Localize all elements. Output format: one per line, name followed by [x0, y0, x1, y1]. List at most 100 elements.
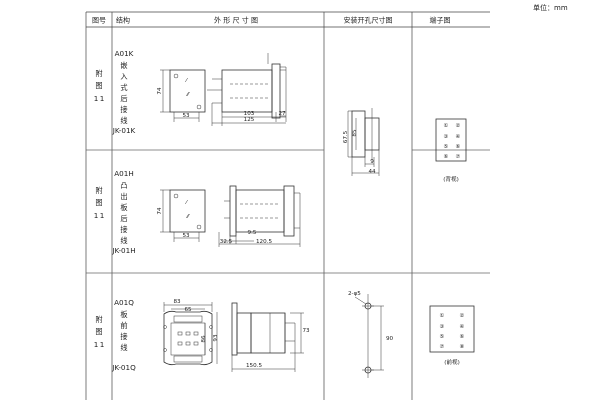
svg-text:⁄⁄: ⁄⁄	[185, 92, 190, 98]
svg-text:73: 73	[302, 328, 310, 334]
svg-text:9.5: 9.5	[248, 230, 257, 236]
terminal-4: ④	[456, 134, 461, 140]
outline-front-view: ⁄ ⁄⁄ 74 53	[157, 69, 206, 122]
structure-code: A01H	[114, 169, 133, 178]
svg-text:嵌: 嵌	[120, 61, 127, 70]
model-code: JK-01K	[112, 126, 136, 135]
terminal-block-1: ① ② ③ ④ ⑤ ⑥ ⑥ ⑦ (背视)	[435, 118, 467, 183]
svg-text:27: 27	[278, 111, 286, 117]
terminal-block-3: ① ② ③ ④ ⑤ ⑥ ⑦ ⑧ (前视)	[429, 305, 475, 366]
model-code: JK-01H	[111, 246, 135, 255]
header-terminal: 端子图	[430, 16, 451, 25]
svg-text:⁄⁄: ⁄⁄	[185, 214, 190, 220]
svg-text:103: 103	[244, 111, 255, 117]
structure-label: A01K 嵌 入 式 后 接 线 JK-01K	[112, 49, 136, 135]
svg-text:前: 前	[120, 321, 127, 330]
svg-text:1: 1	[94, 211, 99, 220]
svg-text:后: 后	[120, 94, 127, 103]
svg-text:附: 附	[95, 315, 102, 324]
svg-text:86: 86	[201, 335, 207, 343]
fig-label: 附 图 1 1	[94, 315, 105, 349]
svg-text:线: 线	[120, 116, 127, 125]
terminal-8: ⑧	[460, 344, 465, 350]
mounting-view-1: 67.5 85 9 44	[343, 108, 380, 176]
svg-text:120.5: 120.5	[256, 239, 272, 245]
svg-text:图: 图	[95, 198, 102, 207]
svg-text:1: 1	[100, 340, 105, 349]
svg-text:出: 出	[120, 192, 127, 201]
outline-side-view: 73 150.5	[231, 302, 310, 372]
outline-side-view: 103 27 125	[207, 53, 287, 126]
svg-text:1: 1	[94, 340, 99, 349]
unit-label: 单位：mm	[533, 4, 568, 12]
svg-text:9: 9	[370, 159, 374, 165]
header-mounting: 安装开孔尺寸图	[344, 16, 393, 25]
terminal-3: ③	[444, 134, 449, 140]
svg-text:85: 85	[352, 129, 358, 137]
terminal-1: ①	[444, 123, 449, 129]
terminal-5: ⑤	[440, 334, 445, 340]
terminal-2: ②	[460, 313, 465, 319]
svg-text:线: 线	[120, 343, 127, 352]
row-3: 附 图 1 1 A01Q 板 前 接 线 JK-01Q	[94, 291, 475, 378]
svg-text:93: 93	[213, 334, 219, 342]
svg-text:接: 接	[120, 332, 127, 341]
svg-text:式: 式	[120, 83, 127, 92]
svg-text:入: 入	[120, 72, 127, 81]
svg-text:附: 附	[95, 69, 102, 78]
terminal-1: ①	[440, 313, 445, 319]
terminal-7: ⑥	[444, 154, 449, 160]
svg-text:⁄: ⁄	[184, 78, 188, 84]
terminal-8: ⑦	[456, 154, 461, 160]
svg-text:凸: 凸	[120, 181, 127, 190]
header-structure: 结构	[116, 16, 130, 25]
svg-text:1: 1	[100, 94, 105, 103]
outline-front-view: 83 65 86 93	[163, 299, 219, 366]
table-header: 图号 结构 外 形 尺 寸 图 安装开孔尺寸图 端子图	[92, 16, 451, 25]
svg-text:53: 53	[182, 233, 190, 239]
svg-text:44: 44	[368, 169, 376, 175]
view-note: (背视)	[443, 175, 459, 183]
svg-text:1: 1	[94, 94, 99, 103]
svg-text:接: 接	[120, 105, 127, 114]
fig-label: 附 图 1 1	[94, 69, 105, 103]
terminal-3: ③	[440, 324, 445, 330]
svg-text:后: 后	[120, 214, 127, 223]
terminal-5: ⑤	[444, 144, 449, 150]
svg-text:74: 74	[157, 207, 163, 215]
header-outline: 外 形 尺 寸 图	[214, 16, 258, 25]
model-code: JK-01Q	[111, 363, 136, 372]
svg-text:图: 图	[95, 327, 102, 336]
structure-code: A01Q	[114, 298, 134, 307]
svg-text:67.5: 67.5	[343, 130, 349, 143]
svg-text:74: 74	[157, 87, 163, 95]
table-grid	[85, 11, 490, 400]
svg-text:83: 83	[173, 299, 181, 305]
terminal-6: ⑥	[460, 334, 465, 340]
svg-text:53: 53	[182, 113, 190, 119]
view-note: (前视)	[444, 358, 460, 366]
terminal-7: ⑦	[440, 344, 445, 350]
svg-text:125: 125	[244, 117, 255, 123]
svg-text:板: 板	[120, 203, 127, 212]
row-1: 附 图 1 1 A01K 嵌 入 式 后 接 线 JK-01K ⁄ ⁄⁄ 74	[94, 49, 467, 183]
terminal-6: ⑥	[456, 144, 461, 150]
svg-text:1: 1	[100, 211, 105, 220]
terminal-4: ④	[460, 324, 465, 330]
svg-text:2-φ5: 2-φ5	[348, 291, 361, 297]
row-2: 附 图 1 1 A01H 凸 出 板 后 接 线 JK-01H ⁄ ⁄⁄ 74	[94, 169, 301, 255]
mounting-view-3: 2-φ5 90	[348, 291, 394, 378]
header-fig-no: 图号	[92, 17, 106, 25]
svg-text:附: 附	[95, 186, 102, 195]
structure-label: A01Q 板 前 接 线 JK-01Q	[111, 298, 136, 372]
svg-text:图: 图	[95, 81, 102, 90]
svg-text:150.5: 150.5	[246, 363, 262, 369]
svg-text:90: 90	[386, 336, 394, 342]
outline-front-view: ⁄ ⁄⁄ 74 53	[157, 189, 206, 242]
svg-text:线: 线	[120, 236, 127, 245]
fig-label: 附 图 1 1	[94, 186, 105, 220]
svg-text:⁄: ⁄	[184, 200, 188, 206]
svg-text:接: 接	[120, 225, 127, 234]
structure-label: A01H 凸 出 板 后 接 线 JK-01H	[111, 169, 135, 255]
